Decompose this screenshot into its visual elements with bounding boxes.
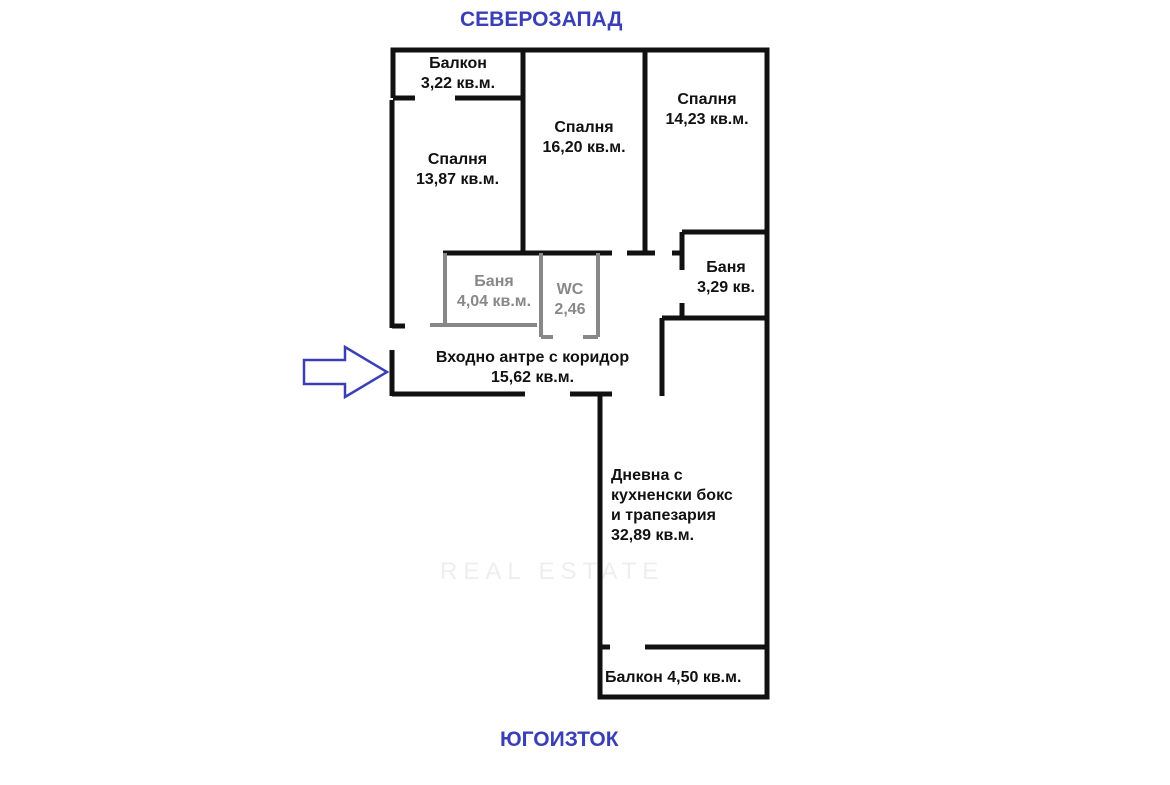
room-name: и трапезария (611, 507, 716, 524)
room-area: 14,23 кв.м. (665, 111, 749, 128)
watermark: REAL ESTATE (440, 558, 665, 585)
room-area: 2,46 (554, 301, 586, 318)
room-name: Баня (474, 273, 514, 290)
room-name: Спалня (677, 91, 737, 108)
room-area: 15,62 кв.м. (490, 369, 575, 386)
room-area: 3,22 кв.м. (420, 75, 496, 92)
compass-south: ЮГОИЗТОК (500, 728, 619, 751)
room-wc: WC 2,46 (543, 280, 597, 320)
room-name: WC (556, 281, 584, 298)
entrance-arrow-icon (302, 344, 390, 400)
room-bath1: Баня 4,04 кв.м. (448, 272, 540, 312)
room-area: 13,87 кв.м. (415, 171, 500, 188)
room-area: 32,89 кв.м. (611, 527, 695, 544)
room-area: 4,04 кв.м. (456, 293, 532, 310)
room-bedroom2: Спалня 16,20 кв.м. (525, 118, 643, 158)
room-living: Дневна с кухненски бокс и трапезария 32,89 … (611, 466, 733, 546)
inner-walls (430, 253, 600, 339)
room-bedroom1: Спалня 13,87 кв.м. (395, 150, 520, 190)
room-name: Входно антре с коридор (435, 349, 630, 366)
compass-north: СЕВЕРОЗАПАД (460, 8, 623, 31)
room-bath2: Баня 3,29 кв. (686, 258, 766, 298)
room-balcony-nw: Балкон 3,22 кв.м. (398, 54, 518, 94)
room-area: 3,29 кв. (697, 279, 755, 296)
room-name: Дневна с (611, 467, 683, 484)
room-area: 16,20 кв.м. (542, 139, 626, 156)
room-name: кухненски бокс (611, 487, 733, 504)
room-balcony-se: Балкон 4,50 кв.м. (605, 669, 742, 686)
room-name: Балкон (429, 55, 487, 72)
room-name: Спалня (427, 151, 488, 168)
walls (389, 47, 770, 700)
room-bedroom3: Спалня 14,23 кв.м. (648, 90, 766, 130)
room-name: Баня (706, 259, 746, 276)
room-name: Спалня (554, 119, 614, 136)
room-hall: Входно антре с коридор 15,62 кв.м. (405, 348, 660, 388)
